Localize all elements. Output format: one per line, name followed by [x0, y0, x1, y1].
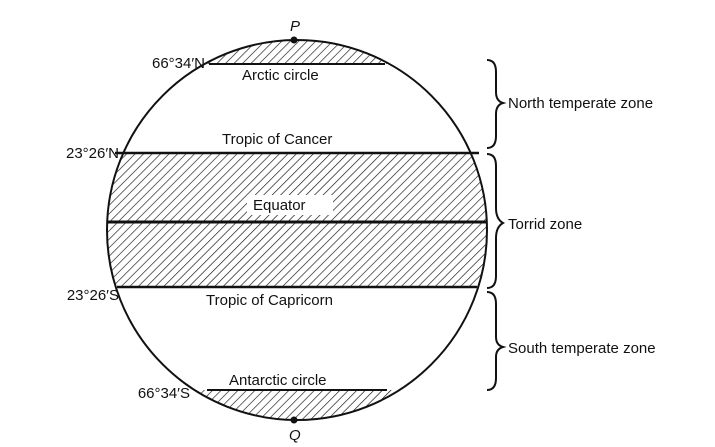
latitude-arctic-label: 66°34′N [152, 55, 205, 72]
north-pole-label: P [290, 18, 300, 35]
torrid-zone-label: Torrid zone [508, 216, 582, 233]
hatched-regions [107, 40, 487, 420]
south-pole-label: Q [289, 427, 301, 444]
latitude-antarctic-label: 66°34′S [138, 385, 190, 402]
south-pole-dot [290, 416, 298, 424]
latitude-cancer-label: 23°26′N [66, 145, 119, 162]
latitude-capricorn-label: 23°26′S [67, 287, 119, 304]
arctic-circle-label: Arctic circle [242, 67, 319, 84]
torrid-zone-region [107, 153, 487, 287]
north-temperate-brace [486, 59, 507, 149]
equator-label: Equator [253, 197, 306, 214]
equator-label-bg [247, 195, 333, 215]
south-temperate-brace [486, 291, 507, 391]
tropic-of-cancer-label: Tropic of Cancer [222, 131, 332, 148]
tropic-of-capricorn-label: Tropic of Capricorn [206, 292, 333, 309]
south-temperate-zone-label: South temperate zone [508, 340, 656, 357]
north-pole-dot [290, 36, 298, 44]
antarctic-circle-label: Antarctic circle [229, 372, 327, 389]
torrid-zone-brace [486, 153, 506, 289]
north-temperate-zone-label: North temperate zone [508, 95, 653, 112]
